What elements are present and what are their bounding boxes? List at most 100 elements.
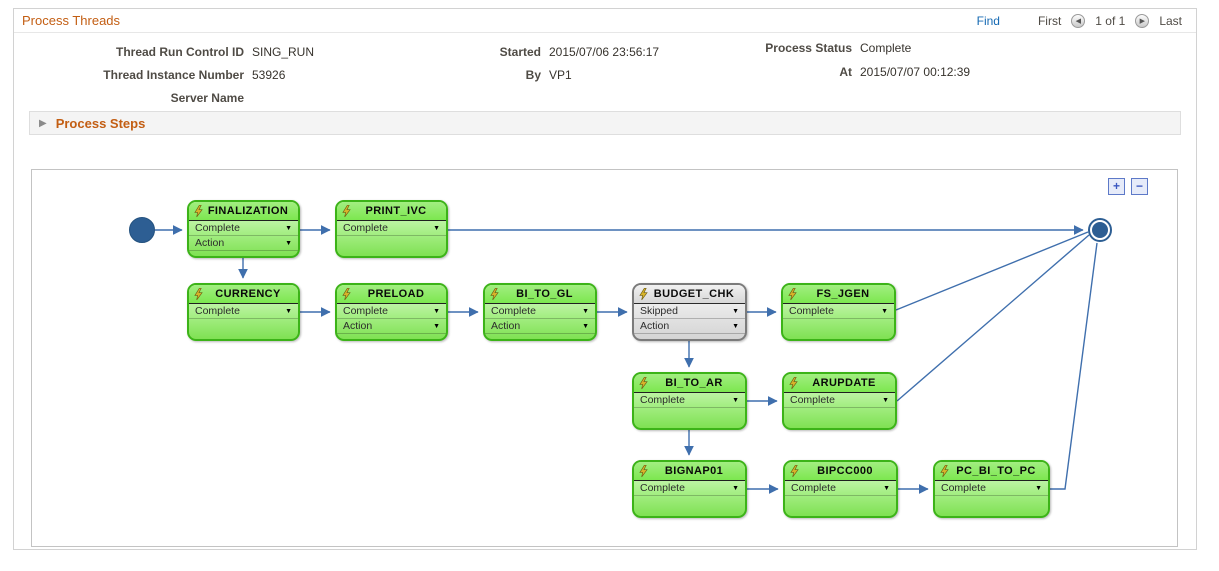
node-header: FINALIZATION [189,202,298,221]
node-status-dropdown[interactable]: Complete▼ [935,481,1048,496]
dropdown-caret-icon: ▼ [433,307,440,315]
field-label: Process Status [765,41,852,55]
node-status-value: Complete [790,394,835,406]
node-status-dropdown[interactable]: Complete▼ [337,221,446,236]
node-status-dropdown[interactable]: Complete ▼ [783,304,894,319]
node-action-value: Action [343,320,373,332]
field-label: Server Name [170,91,244,105]
node-status-dropdown[interactable]: Complete▼ [634,393,745,408]
node-status-dropdown[interactable]: Complete▼ [784,393,895,408]
process-steps-title: Process Steps [55,115,146,131]
dropdown-caret-icon: ▼ [582,307,589,315]
zoom-out-button[interactable]: − [1131,178,1148,195]
lightning-icon [940,464,949,477]
dropdown-caret-icon: ▼ [881,307,888,315]
previous-row-button[interactable]: ◀ [1071,13,1086,28]
field-label: At [839,65,852,79]
field-label: Thread Instance Number [103,68,244,82]
dropdown-caret-icon: ▼ [732,484,739,492]
process-steps-section-toggle[interactable]: ▶ Process Steps [29,111,1181,135]
field-process-status: Process Status Complete [764,41,1094,55]
dropdown-caret-icon: ▼ [732,322,739,330]
node-status-value: Skipped [640,305,678,317]
node-header: PRELOAD [337,285,446,304]
field-value: 2015/07/07 00:12:39 [860,65,971,79]
step-node-finalization: FINALIZATION Complete▼ Action▼ [187,200,300,258]
node-title: PRINT_IVC [365,205,427,217]
field-label: By [525,68,541,82]
lightning-icon [639,287,648,300]
last-link[interactable]: Last [1159,13,1182,28]
field-value: 53926 [252,68,286,82]
lightning-icon [790,464,799,477]
node-action-value: Action [491,320,521,332]
flow-connectors [155,225,1098,494]
canvas-zoom-controls: + − [1108,178,1148,195]
first-link[interactable]: First [1037,13,1062,28]
node-header: BI_TO_GL [485,285,595,304]
node-header: BI_TO_AR [634,374,745,393]
node-status-value: Complete [195,305,240,317]
process-threads-groupbox: Process Threads Find First ◀ 1 of 1 ▶ La… [13,8,1197,550]
next-row-button[interactable]: ▶ [1135,13,1150,28]
dropdown-caret-icon: ▼ [285,224,292,232]
step-node-pc-bi-to-pc: PC_BI_TO_PC Complete▼ [933,460,1050,518]
node-status-value: Complete [789,305,834,317]
node-title: BUDGET_CHK [653,288,735,300]
node-title: FINALIZATION [207,205,289,217]
node-title: BI_TO_AR [665,377,723,389]
zoom-in-button[interactable]: + [1108,178,1125,195]
row-count-indicator: 1 of 1 [1095,13,1126,28]
prev-arrow-icon: ◀ [1075,17,1081,25]
node-status-value: Complete [491,305,536,317]
next-arrow-icon: ▶ [1139,17,1145,25]
field-value: VP1 [549,68,572,82]
node-status-dropdown[interactable]: Complete ▼ [337,304,446,319]
node-action-dropdown[interactable]: Action▼ [634,319,745,334]
node-title: BI_TO_GL [516,288,573,300]
node-title: CURRENCY [215,288,281,300]
end-node-core [1092,222,1108,238]
node-status-dropdown[interactable]: Complete ▼ [485,304,595,319]
field-thread-run-control-id: Thread Run Control ID SING_RUN [19,45,489,59]
group-header: Process Threads Find First ◀ 1 of 1 ▶ La… [14,9,1196,33]
dropdown-caret-icon: ▼ [883,484,890,492]
node-header: BUDGET_CHK [634,285,745,304]
dropdown-caret-icon: ▼ [433,322,440,330]
dropdown-caret-icon: ▼ [285,239,292,247]
field-label: Started [499,45,541,59]
node-header: PC_BI_TO_PC [935,462,1048,481]
node-header: BIPCC000 [785,462,896,481]
dropdown-caret-icon: ▼ [582,322,589,330]
step-node-bi-to-gl: BI_TO_GL Complete ▼ Action ▼ [483,283,597,341]
node-status-value: Complete [343,305,388,317]
lightning-icon [194,204,203,217]
node-status-dropdown[interactable]: Complete▼ [189,304,298,319]
field-started: Started 2015/07/06 23:56:17 [481,45,771,59]
process-status-link[interactable]: Complete [860,41,912,55]
lightning-icon [788,287,797,300]
node-status-dropdown[interactable]: Skipped▼ [634,304,745,319]
expand-arrow-icon: ▶ [39,117,47,129]
lightning-icon [342,287,351,300]
node-action-dropdown[interactable]: Action▼ [189,236,298,251]
node-status-dropdown[interactable]: Complete ▼ [634,481,745,496]
node-action-dropdown[interactable]: Action ▼ [485,319,595,334]
field-server-name: Server Name [19,91,489,105]
node-title: BIPCC000 [817,465,873,477]
node-status-value: Complete [640,482,685,494]
field-value: 2015/07/06 23:56:17 [549,45,660,59]
step-node-arupdate: ARUPDATE Complete▼ [782,372,897,430]
lightning-icon [342,204,351,217]
node-status-value: Complete [941,482,986,494]
step-node-fs-jgen: FS_JGEN Complete▼ [781,283,896,341]
find-link[interactable]: Find [976,13,1000,28]
start-node [129,217,155,243]
field-value: SING_RUN [252,45,315,59]
node-action-dropdown[interactable]: Action ▼ [337,319,446,334]
node-status-dropdown[interactable]: Complete▼ [785,481,896,496]
node-status-dropdown[interactable]: Complete▼ [189,221,298,236]
field-label: Thread Run Control ID [116,45,244,59]
lightning-icon [194,287,203,300]
